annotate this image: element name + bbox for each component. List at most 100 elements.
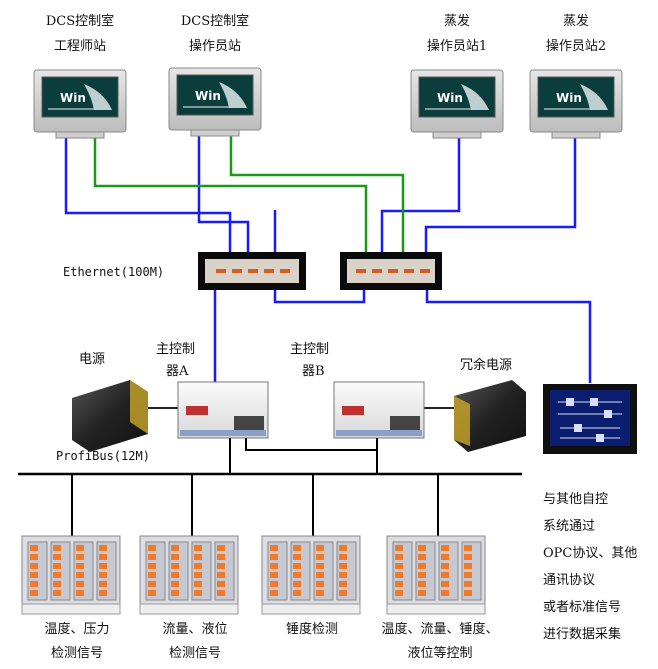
terminal-block [53, 572, 61, 578]
terminal-block [441, 572, 449, 578]
terminal-block [293, 554, 301, 560]
terminal-block [316, 545, 324, 551]
integration-note: 与其他自控 系统通过 OPC协议、其他 通讯协议 或者标准信号 进行数据采集 [543, 486, 637, 648]
screen-logo: Win [556, 91, 582, 105]
station-label-operator: DCS控制室 操作员站 [180, 14, 250, 54]
terminal-block [293, 572, 301, 578]
terminal-block [339, 581, 347, 587]
terminal-block [339, 590, 347, 596]
power-label-main: 电源 [78, 352, 105, 367]
terminal-block [464, 554, 472, 560]
terminal-block [217, 563, 225, 569]
external-system-screen [543, 384, 637, 454]
note-line: 与其他自控 [543, 492, 609, 507]
terminal-block [148, 563, 156, 569]
terminal-block [194, 554, 202, 560]
controller-a-label: 主控制 器A [156, 342, 196, 379]
ethernet-blue-links [64, 134, 592, 383]
terminal-block [464, 563, 472, 569]
controller-b [333, 381, 425, 439]
terminal-block [148, 581, 156, 587]
terminal-block [30, 581, 38, 587]
terminal-block [441, 554, 449, 560]
ethernet-switch-a [198, 252, 306, 290]
terminal-block [76, 581, 84, 587]
terminal-block [293, 563, 301, 569]
terminal-block [270, 554, 278, 560]
ethernet-switch-b [340, 252, 442, 290]
terminal-block [194, 572, 202, 578]
terminal-block [418, 572, 426, 578]
terminal-block [217, 545, 225, 551]
screen-logo: Win [195, 89, 221, 103]
terminal-block [316, 572, 324, 578]
terminal-block [148, 554, 156, 560]
terminal-block [76, 590, 84, 596]
terminal-block [316, 563, 324, 569]
terminal-block [171, 581, 179, 587]
terminal-block [53, 545, 61, 551]
terminal-block [217, 581, 225, 587]
station-label-evap-1: 蒸发 操作员站1 [426, 14, 488, 54]
terminal-block [441, 563, 449, 569]
note-line: 通讯协议 [543, 573, 596, 588]
bus-label: ProfiBus(12M) [56, 449, 150, 463]
station-label-engineer: DCS控制室 工程师站 [45, 14, 115, 54]
terminal-block [194, 563, 202, 569]
workstation-operator: Win [168, 67, 262, 137]
workstation-evap-1: Win [410, 69, 504, 139]
terminal-block [441, 590, 449, 596]
station-label-evap-2: 蒸发 操作员站2 [545, 14, 607, 54]
workstation-evap-2: Win [529, 69, 623, 139]
terminal-block [76, 572, 84, 578]
terminal-block [148, 545, 156, 551]
terminal-block [464, 572, 472, 578]
terminal-block [171, 572, 179, 578]
terminal-block [99, 554, 107, 560]
terminal-block [99, 563, 107, 569]
workstation-engineer: Win [33, 69, 127, 139]
terminal-block [316, 590, 324, 596]
terminal-block [171, 545, 179, 551]
power-supply-main [72, 380, 178, 452]
terminal-block [293, 545, 301, 551]
io-label-2: 流量、液位 检测信号 [162, 622, 228, 661]
terminal-block [76, 563, 84, 569]
terminal-block [99, 581, 107, 587]
io-label-4: 温度、流量、锤度、 液位等控制 [381, 622, 499, 661]
terminal-block [171, 590, 179, 596]
terminal-block [316, 581, 324, 587]
terminal-block [270, 563, 278, 569]
terminal-block [148, 590, 156, 596]
terminal-block [418, 581, 426, 587]
terminal-block [148, 572, 156, 578]
terminal-block [30, 563, 38, 569]
io-module-4 [386, 535, 486, 615]
controller-a [177, 381, 269, 439]
terminal-block [171, 563, 179, 569]
profibus-wiring [18, 438, 522, 540]
terminal-block [53, 563, 61, 569]
terminal-block [217, 572, 225, 578]
terminal-block [30, 572, 38, 578]
terminal-block [339, 572, 347, 578]
terminal-block [53, 581, 61, 587]
screen-logo: Win [60, 91, 86, 105]
terminal-block [270, 590, 278, 596]
terminal-block [194, 590, 202, 596]
io-module-2 [139, 535, 239, 615]
ethernet-green-links [93, 134, 405, 255]
io-label-1: 温度、压力 检测信号 [44, 622, 110, 661]
terminal-block [76, 545, 84, 551]
terminal-block [293, 590, 301, 596]
note-line: 系统通过 [543, 519, 596, 534]
terminal-block [217, 554, 225, 560]
terminal-block [395, 590, 403, 596]
io-module-3 [261, 535, 361, 615]
power-supply-redundant [420, 380, 526, 452]
io-label-3: 锤度检测 [285, 622, 338, 637]
terminal-block [441, 545, 449, 551]
note-line: OPC协议、其他 [543, 546, 638, 561]
terminal-block [270, 572, 278, 578]
